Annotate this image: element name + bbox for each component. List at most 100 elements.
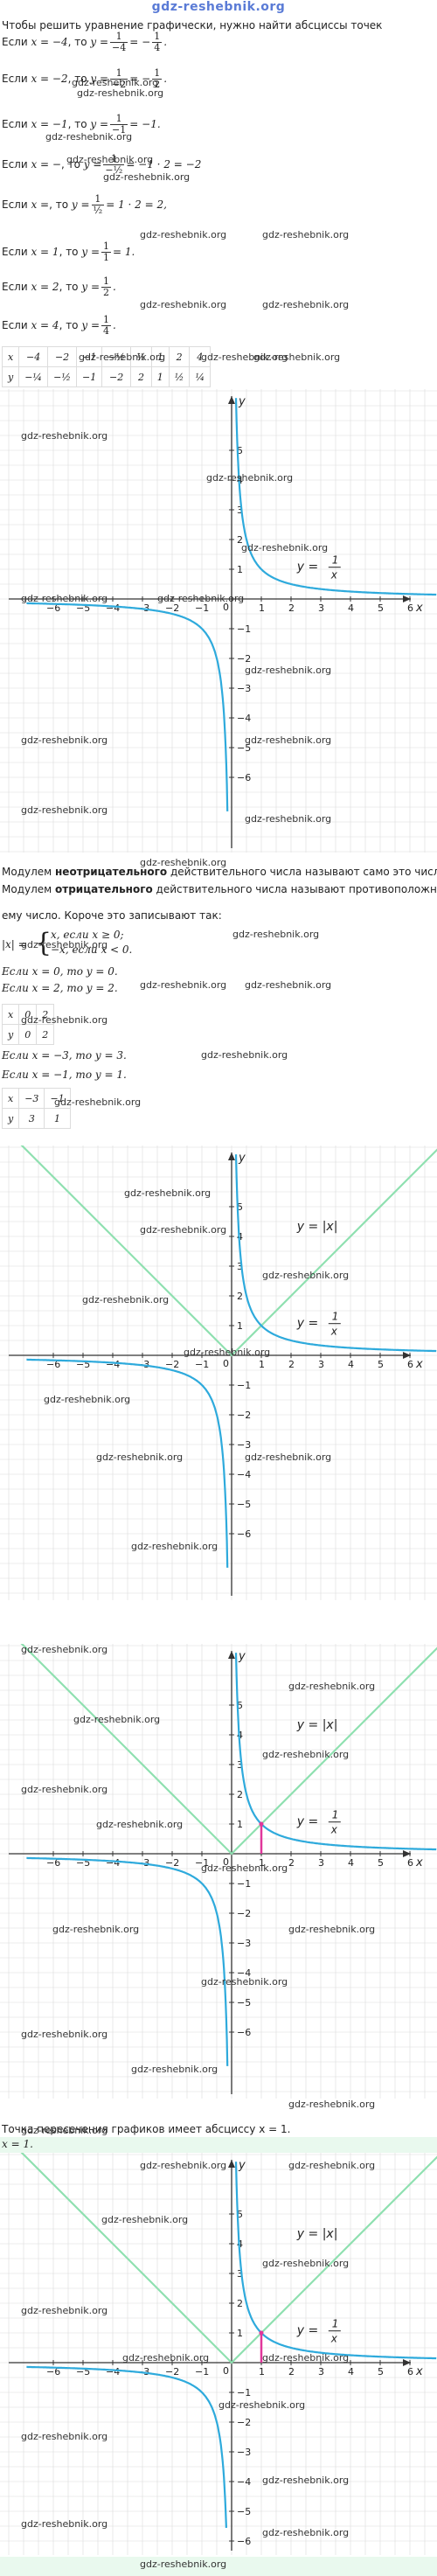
hyperbola-branch-positive <box>234 1653 437 1851</box>
y-tick-label: −5 <box>237 2506 251 2517</box>
calc-middle: , то <box>49 198 72 211</box>
hyperbola-branch-negative <box>26 2365 227 2528</box>
x-tick-label: −2 <box>165 1359 179 1370</box>
grid <box>0 2153 437 2555</box>
table-cell: y <box>1 366 20 387</box>
x-tick-label: 5 <box>378 1857 384 1869</box>
calc-prefix: Если <box>2 246 31 258</box>
watermark: gdz-reshebnik.org <box>21 2305 108 2316</box>
y-axis-arrow-icon <box>228 1152 235 1160</box>
hyperbola-label-numerator: 1 <box>332 2318 339 2330</box>
fraction-denominator: 4 <box>154 42 161 53</box>
abs-step-2: Если x = 2, то y = 2. <box>2 982 118 994</box>
table-cell: ½ <box>168 366 191 387</box>
abs-step-4: Если x = −1, то y = 1. <box>2 1069 127 1081</box>
y-tick-label: 1 <box>237 564 243 575</box>
x-tick-label: −6 <box>46 602 60 614</box>
y-tick-label: 3 <box>237 505 243 516</box>
text-bold: неотрицательного <box>55 866 168 878</box>
grid <box>0 1644 437 2099</box>
calc-x-value: x = −1 <box>31 118 68 130</box>
x-tick-label: 1 <box>259 602 265 614</box>
calc-result: = −1. <box>129 118 161 130</box>
watermark: gdz-reshebnik.org <box>245 735 332 746</box>
watermark: gdz-reshebnik.org <box>21 804 108 816</box>
fraction-numerator: 1 <box>110 114 128 125</box>
watermark: gdz-reshebnik.org <box>21 2125 108 2136</box>
intersection-point <box>259 1821 264 1827</box>
calc-prefix: Если <box>2 281 31 293</box>
x-tick-label: 5 <box>378 2366 384 2378</box>
calc-result: . <box>113 319 116 331</box>
y-tick-label: 3 <box>237 1261 243 1272</box>
text-fragment: действительного числа называют само это … <box>167 866 437 878</box>
y-tick-label: 3 <box>237 2268 243 2280</box>
y-tick-label: 1 <box>237 2328 243 2339</box>
calc-result: = − <box>129 36 151 48</box>
abs-graph-line <box>20 2153 437 2364</box>
y-tick-label: −1 <box>237 1380 251 1391</box>
calc-y-label: y = <box>90 36 109 48</box>
calc-x-value: x = −2 <box>31 73 68 85</box>
y-tick-label: −4 <box>237 2476 251 2488</box>
y-tick-label: 3 <box>237 1759 243 1771</box>
table-row: y −¼ −½ −1 −2 2 1 ½ ¼ <box>1 366 212 387</box>
x-tick-label: 4 <box>348 2366 354 2378</box>
intersection-point <box>259 2330 264 2336</box>
watermark: gdz-reshebnik.org <box>72 77 159 88</box>
x-tick-label: 4 <box>348 1359 354 1370</box>
fraction-numerator: 1 <box>152 31 163 43</box>
abs-graph-line <box>20 1644 437 1855</box>
watermark: gdz-reshebnik.org <box>157 593 245 604</box>
fraction: 1−4 <box>110 31 128 53</box>
y-axis-label: y <box>238 1152 246 1165</box>
calc-prefix: Если <box>2 118 31 130</box>
brace-icon: { <box>35 928 52 958</box>
table-cell: y <box>1 1024 20 1045</box>
calc-line: Если x = −1, то y =1−1= −1. <box>2 114 161 136</box>
table-cell: 4 <box>189 346 212 367</box>
calc-prefix: Если <box>2 158 31 171</box>
abs-case-2: −x, если x < 0. <box>51 943 133 956</box>
hyperbola-branch-positive <box>234 398 437 596</box>
watermark: gdz-reshebnik.org <box>245 813 332 825</box>
calc-y-label: y = <box>81 246 100 258</box>
x-tick-label: −6 <box>46 1857 60 1869</box>
y-tick-label: −1 <box>237 1878 251 1890</box>
table-cell: x <box>1 1004 20 1025</box>
site-logo[interactable]: gdz-reshebnik.org <box>151 0 286 14</box>
calc-x-value: x = − <box>31 158 61 171</box>
watermark: gdz-reshebnik.org <box>54 1097 142 1108</box>
watermark: gdz-reshebnik.org <box>66 154 154 165</box>
x-axis-arrow-icon <box>403 1352 411 1359</box>
watermark: gdz-reshebnik.org <box>140 229 227 240</box>
watermark: gdz-reshebnik.org <box>73 1714 161 1725</box>
table-cell: x <box>1 346 20 367</box>
table-cell: 3 <box>18 1108 45 1129</box>
table-cell: 2 <box>36 1024 55 1045</box>
calc-x-value: x = 2 <box>31 281 59 293</box>
y-axis-arrow-icon <box>228 2160 235 2168</box>
y-axis-arrow-icon <box>228 1651 235 1659</box>
hyperbola-label-denominator: x <box>330 569 338 581</box>
watermark: gdz-reshebnik.org <box>262 1270 350 1281</box>
origin-label: 0 <box>223 2365 229 2377</box>
table-cell: −1 <box>75 366 103 387</box>
watermark: gdz-reshebnik.org <box>131 2064 218 2075</box>
x-axis-arrow-icon <box>403 2359 411 2366</box>
calc-y-label: y = <box>90 118 109 130</box>
y-tick-label: 2 <box>237 1291 243 1302</box>
y-tick-label: −3 <box>237 683 251 694</box>
y-tick-label: 1 <box>237 1320 243 1332</box>
x-tick-label: 1 <box>259 1857 265 1869</box>
hyperbola-label: y = <box>296 560 318 574</box>
y-axis-label: y <box>238 395 246 408</box>
hyperbola-branch-negative <box>26 1358 229 1568</box>
calc-middle: , то <box>67 118 91 130</box>
x-tick-label: −1 <box>195 1359 209 1370</box>
origin-label: 0 <box>223 602 229 613</box>
abs-definition-lhs: |x| = <box>2 938 27 950</box>
